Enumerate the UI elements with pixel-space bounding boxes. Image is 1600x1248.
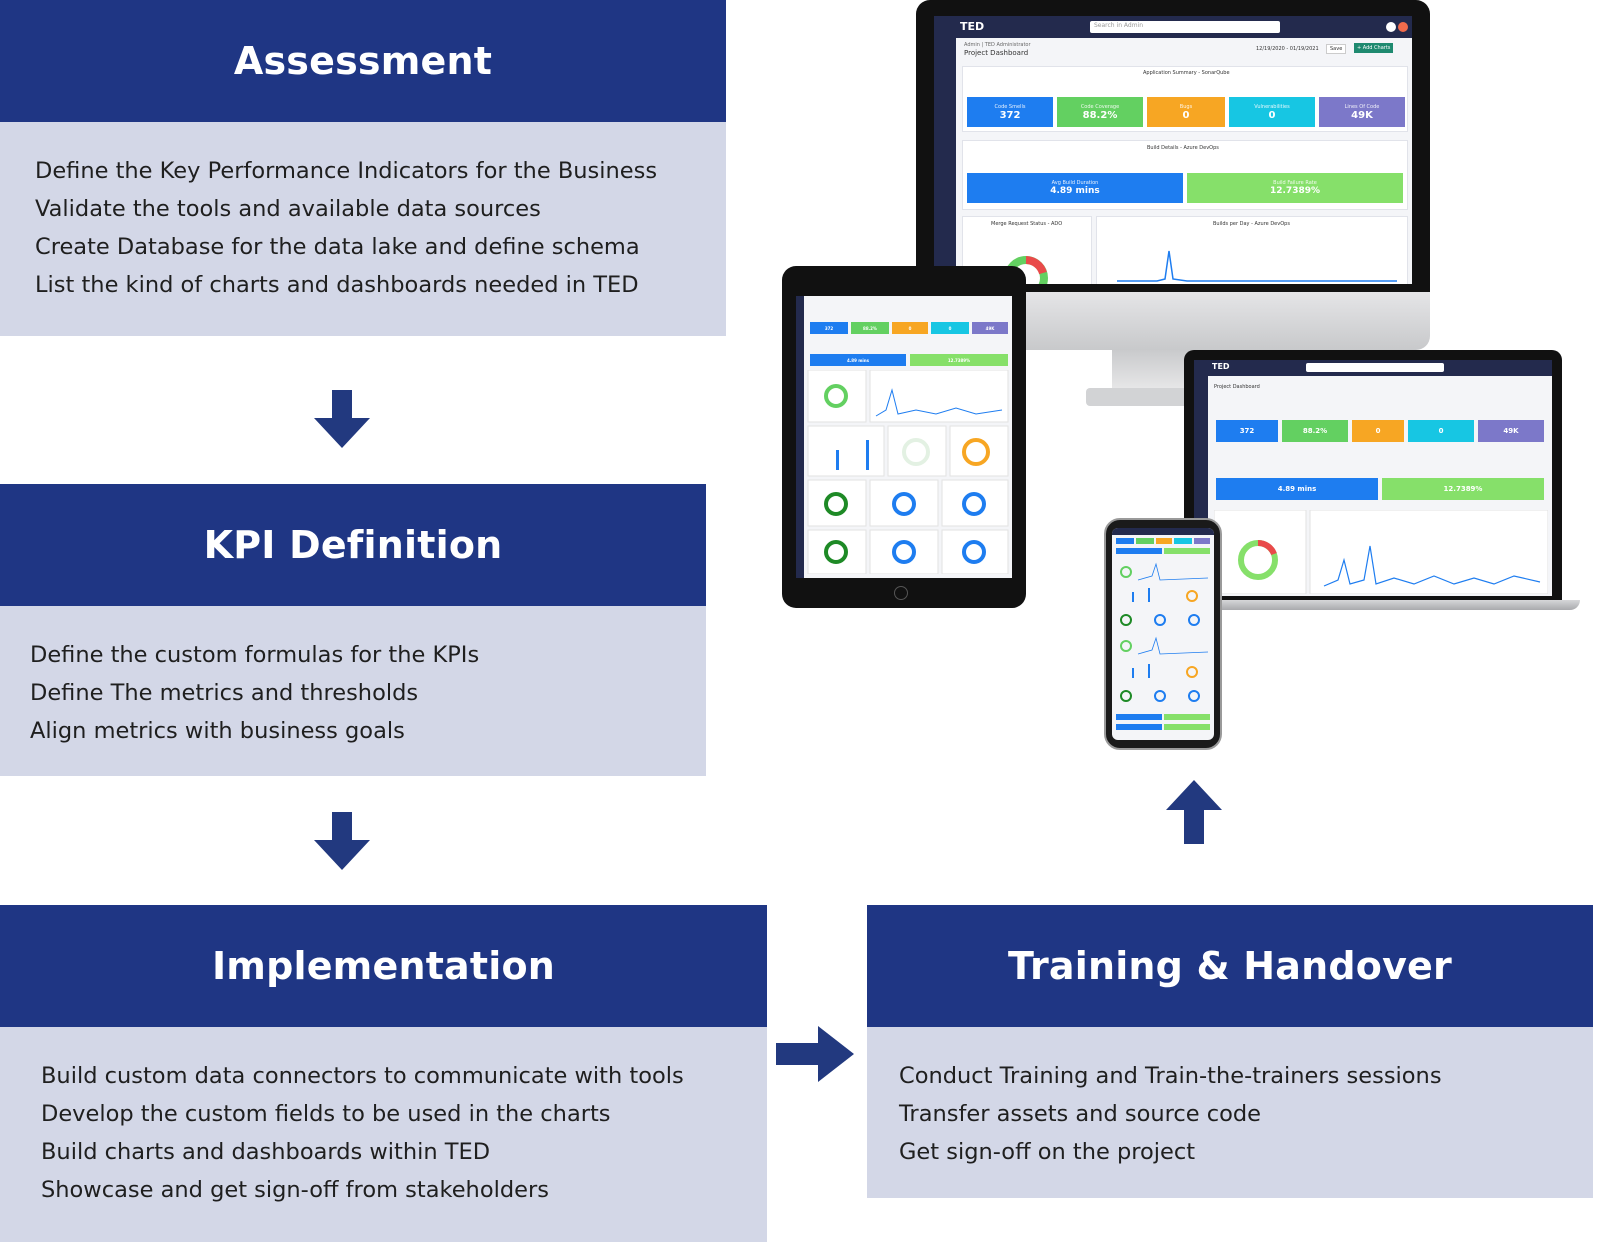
arrow-down-icon [314,390,370,448]
code-smells-tile: 372 [810,322,848,334]
implementation-item: Build custom data connectors to communic… [41,1063,684,1089]
build-failure-rate-tile: 12.7389% [1382,478,1544,500]
vulnerabilities-tile: 0 [931,322,969,334]
sonar-panel: Application Summary - SonarQube Code Sme… [962,66,1408,132]
sonar-section-title: Application Summary - SonarQube [1143,70,1230,76]
phone-screen [1112,528,1214,740]
code-coverage-tile: Code Coverage 88.2% [1057,97,1143,127]
kpi-item: Define The metrics and thresholds [30,680,419,706]
training-handover-list: Conduct Training and Train-the-trainers … [867,1027,1593,1198]
arrow-up-icon [1166,780,1222,844]
implementation-item: Develop the custom fields to be used in … [41,1101,611,1127]
bugs-tile: Bugs 0 [1147,97,1225,127]
home-button-icon[interactable] [894,586,908,600]
training-item: Transfer assets and source code [899,1101,1262,1127]
tablet-sidebar [796,296,804,578]
lines-of-code-tile: 49K [972,322,1008,334]
breadcrumb: Admin | TED Administrator [964,42,1031,48]
training-handover-phase: Training & Handover Conduct Training and… [867,905,1593,1198]
tablet-charts [807,370,1009,574]
app-sidebar [934,38,956,284]
add-charts-button[interactable]: + Add Charts [1354,43,1394,53]
laptop-screen: TED Project Dashboard 372 88.2% 0 0 49K … [1194,360,1552,596]
assessment-list: Define the Key Performance Indicators fo… [0,122,726,336]
desktop-screen: TED Search in Admin Admin | TED Administ… [934,16,1412,284]
builds-per-day-panel: Builds per Day - Azure DevOps [1096,216,1408,284]
build-section-title: Build Details - Azure DevOps [1147,145,1219,151]
app-topbar: TED Search in Admin [934,16,1412,38]
search-placeholder: Search in Admin [1094,22,1144,29]
laptop: TED Project Dashboard 372 88.2% 0 0 49K … [1174,350,1600,612]
phone [1104,518,1222,750]
page-title: Project Dashboard [1214,384,1260,390]
save-button[interactable]: Save [1326,44,1347,54]
app-logo: TED [1212,362,1230,371]
tablet-screen: 372 88.2% 0 0 49K 4.89 mins 12.7389% [796,296,1012,578]
app-logo: TED [960,20,985,33]
code-smells-tile: Code Smells 372 [967,97,1053,127]
vulnerabilities-tile: 0 [1408,420,1474,442]
avg-build-duration-tile: Avg Build Duration 4.89 mins [967,173,1183,203]
kpi-item: Define the custom formulas for the KPIs [30,642,480,668]
search-input[interactable]: Search in Admin [1090,21,1280,33]
lines-of-code-tile: Lines Of Code 49K [1319,97,1405,127]
arrow-down-icon [314,812,370,870]
arrow-right-icon [776,1026,854,1082]
laptop-topbar: TED [1194,360,1552,376]
date-range[interactable]: 12/19/2020 - 01/19/2021 [1256,46,1319,52]
kpi-definition-list: Define the custom formulas for the KPIs … [0,606,706,776]
assessment-item: Validate the tools and available data so… [35,196,541,222]
assessment-item: List the kind of charts and dashboards n… [35,272,639,298]
implementation-item: Build charts and dashboards within TED [41,1139,491,1165]
phone-dashboard [1112,528,1214,730]
bugs-tile: 0 [1352,420,1404,442]
implementation-title: Implementation [0,905,767,1027]
assessment-item: Define the Key Performance Indicators fo… [35,158,658,184]
build-panel: Build Details - Azure DevOps Avg Build D… [962,140,1408,210]
avg-build-duration-tile: 4.89 mins [810,354,906,366]
training-item: Conduct Training and Train-the-trainers … [899,1063,1442,1089]
help-icon[interactable] [1386,22,1396,32]
vulnerabilities-tile: Vulnerabilities 0 [1229,97,1315,127]
laptop-base [1174,600,1580,610]
lines-of-code-tile: 49K [1478,420,1544,442]
page-title: Project Dashboard [964,49,1029,57]
build-failure-rate-tile: 12.7389% [910,354,1008,366]
build-failure-rate-tile: Build Failure Rate 12.7389% [1187,173,1403,203]
avg-build-duration-tile: 4.89 mins [1216,478,1378,500]
implementation-phase: Implementation Build custom data connect… [0,905,767,1242]
code-smells-tile: 372 [1216,420,1278,442]
assessment-item: Create Database for the data lake and de… [35,234,640,260]
kpi-item: Align metrics with business goals [30,718,405,744]
builds-day-section-title: Builds per Day - Azure DevOps [1213,221,1290,227]
merge-section-title: Merge Request Status - ADO [991,221,1063,227]
builds-per-day-line-chart [1117,250,1397,282]
code-coverage-tile: 88.2% [1282,420,1348,442]
tablet: 372 88.2% 0 0 49K 4.89 mins 12.7389% [782,266,1026,608]
implementation-item: Showcase and get sign-off from stakehold… [41,1177,549,1203]
code-coverage-tile: 88.2% [851,322,889,334]
assessment-phase: Assessment Define the Key Performance In… [0,0,726,336]
training-item: Get sign-off on the project [899,1139,1196,1165]
kpi-definition-title: KPI Definition [0,484,706,606]
assessment-title: Assessment [0,0,726,122]
implementation-list: Build custom data connectors to communic… [0,1027,767,1242]
notification-icon[interactable] [1398,22,1408,32]
kpi-definition-phase: KPI Definition Define the custom formula… [0,484,706,776]
laptop-charts [1214,510,1548,594]
training-handover-title: Training & Handover [867,905,1593,1027]
search-input[interactable] [1306,363,1444,372]
bugs-tile: 0 [892,322,928,334]
